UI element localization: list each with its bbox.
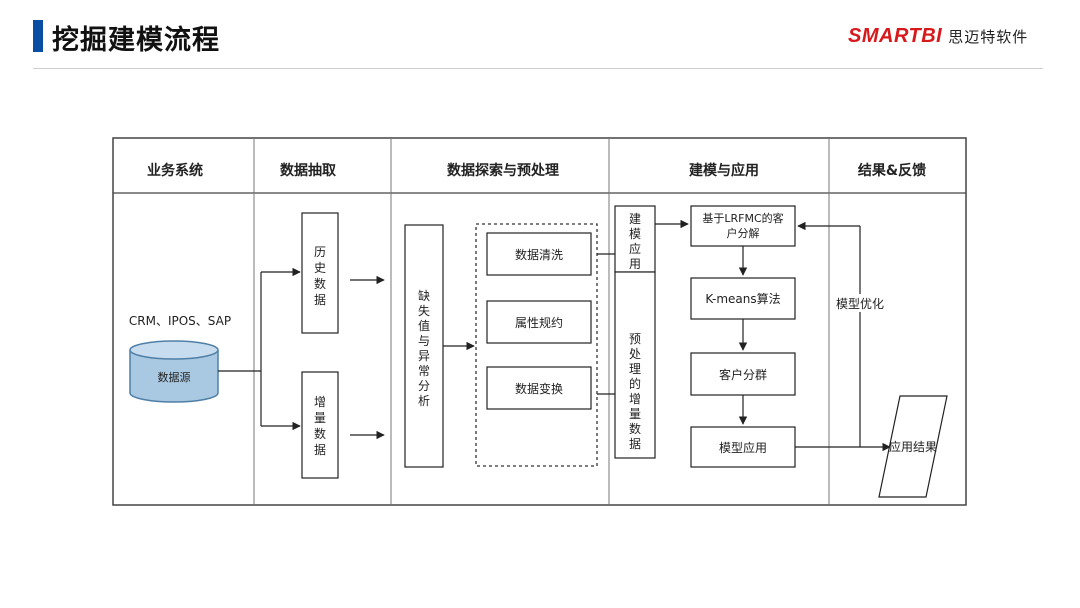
increment-data-box <box>301 371 339 479</box>
data-transform-label: 数据变换 <box>515 381 563 396</box>
customer-segment-label: 客户分群 <box>719 367 767 382</box>
result-shape <box>878 395 948 498</box>
missing-analysis-label: 缺失值与异常分析 <box>418 288 430 408</box>
feedback-label-bg <box>834 294 886 312</box>
title-accent-bar <box>33 20 43 52</box>
result-label: 应用结果 <box>889 439 937 454</box>
column-header-result: 结果&反馈 <box>858 162 926 179</box>
brand-logo: SMARTBI 思迈特软件 <box>848 24 1028 48</box>
column-dividers <box>253 138 830 505</box>
data-cleaning-label: 数据清洗 <box>515 247 563 262</box>
column-header-exploration: 数据探索与预处理 <box>447 162 559 179</box>
lrfmc-box <box>690 205 796 247</box>
increment-data-label: 增量数据 <box>314 395 326 457</box>
extraction-arrows <box>350 275 385 440</box>
modeling-app-label: 建模应用 <box>629 212 641 271</box>
customer-segment-box <box>690 352 796 396</box>
model-apply-label: 模型应用 <box>719 440 767 455</box>
model-apply-box <box>690 426 796 468</box>
attribute-reduction-label: 属性规约 <box>515 315 563 330</box>
diagram-frame <box>112 137 967 506</box>
history-data-label: 历史数据 <box>314 245 326 307</box>
database-label: 数据源 <box>158 370 191 384</box>
logo-company-name: 思迈特软件 <box>948 27 1029 46</box>
preprocessed-data-label: 预处理的增量数据 <box>629 332 641 451</box>
feedback-loop <box>797 221 861 447</box>
column-header-business: 业务系统 <box>147 162 203 179</box>
flow-arrows <box>738 246 891 452</box>
kmeans-label: K-means算法 <box>705 291 780 306</box>
modeling-app-box <box>614 205 656 273</box>
column-header-modeling: 建模与应用 <box>689 162 759 179</box>
database-cylinder: 数据源 <box>129 340 219 403</box>
page-title: 挖掘建模流程 <box>52 25 220 56</box>
preprocessed-data-box <box>614 271 656 459</box>
preprocess-group <box>475 223 598 467</box>
sources-label: CRM、IPOS、SAP <box>129 314 231 328</box>
data-transform-box <box>486 366 592 410</box>
missing-analysis-box <box>404 224 444 468</box>
column-header-extraction: 数据抽取 <box>280 162 337 179</box>
history-data-box <box>301 212 339 334</box>
data-cleaning-box <box>486 232 592 276</box>
logo-mark: SMARTBI <box>848 24 943 47</box>
lrfmc-label: 基于LRFMC的客户分解 <box>702 211 783 240</box>
header-divider <box>33 68 1043 69</box>
attribute-reduction-box <box>486 300 592 344</box>
kmeans-box <box>690 277 796 320</box>
source-connectors <box>218 267 301 431</box>
feedback-label: 模型优化 <box>836 297 884 311</box>
